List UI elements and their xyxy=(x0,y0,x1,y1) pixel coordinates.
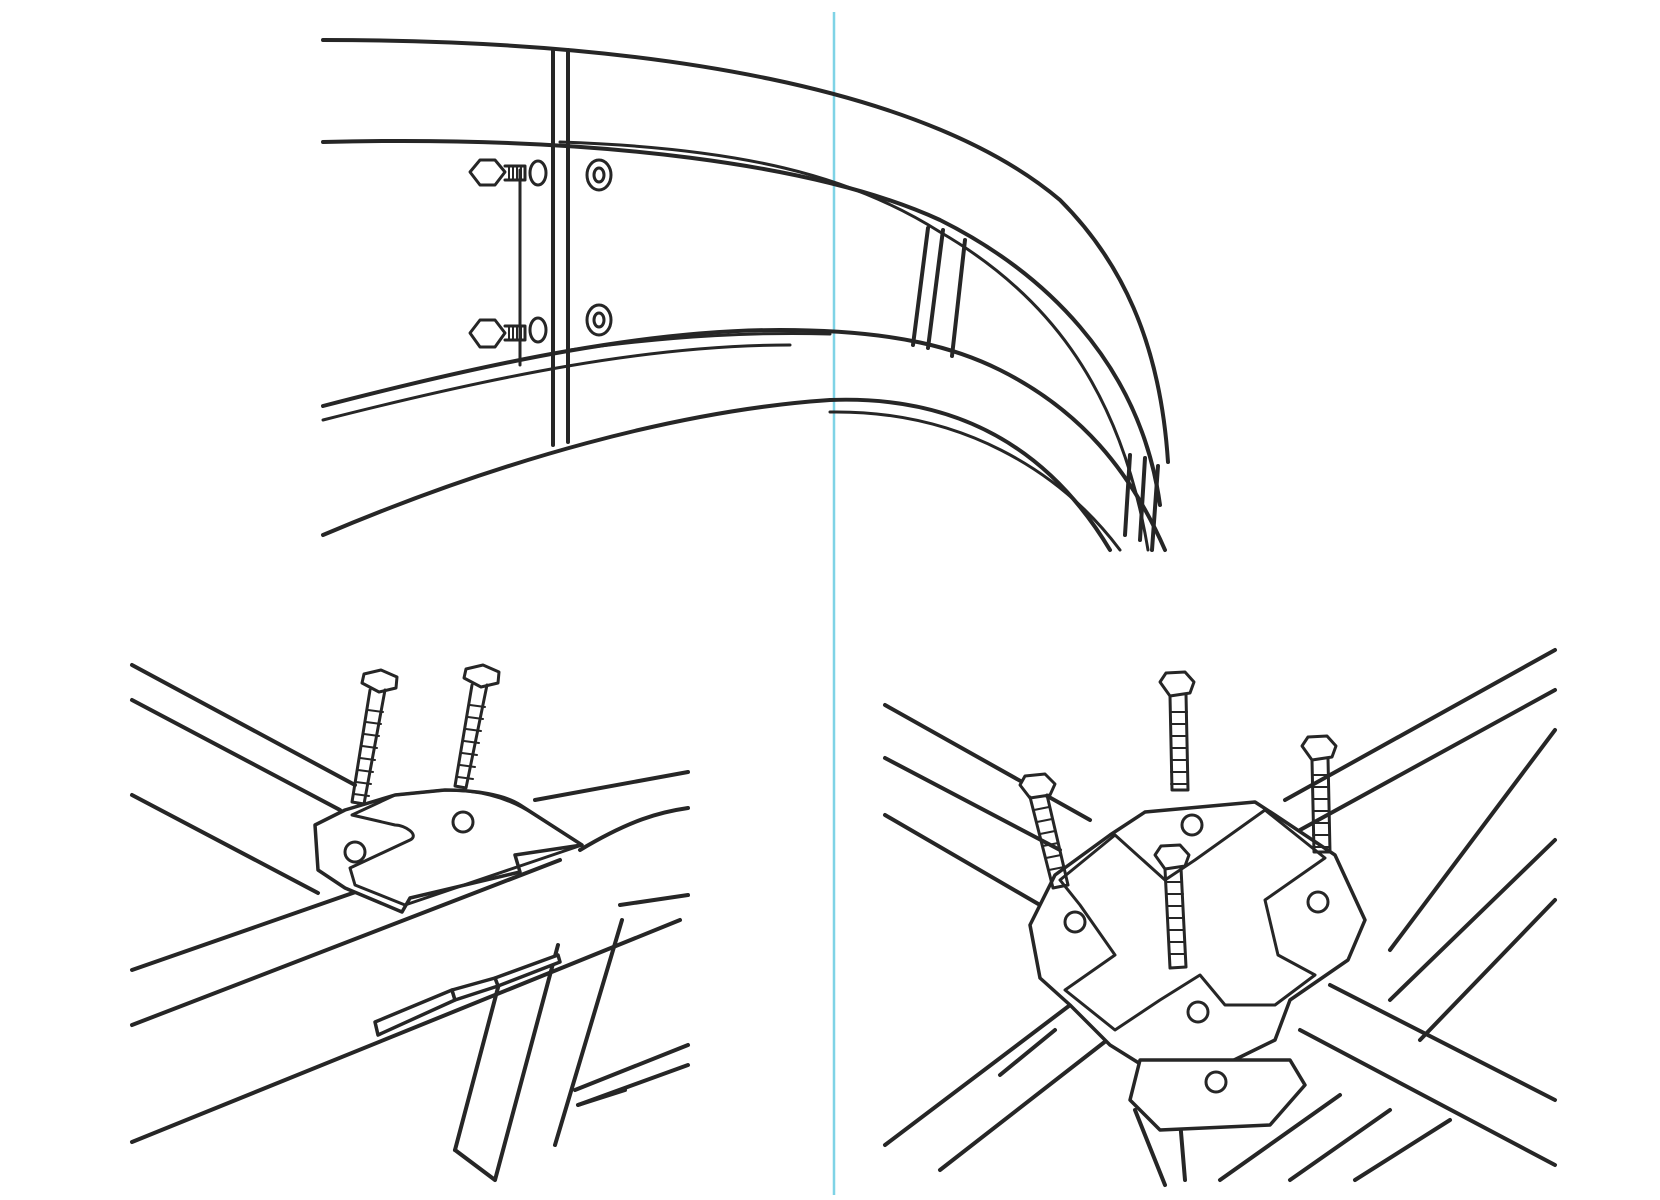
beam-c-2 xyxy=(1418,898,1557,1042)
cross-bracket-panel xyxy=(883,648,1557,1187)
washer-icon xyxy=(528,159,548,187)
t-bracket-hole-right xyxy=(451,810,475,834)
bolt-shaft xyxy=(1310,756,1332,854)
beam-b-top xyxy=(1283,648,1557,802)
cross-hole-tab xyxy=(1204,1070,1228,1094)
bolt-head-icon xyxy=(1300,734,1338,762)
beam-b-mid xyxy=(1298,688,1557,832)
arch-inner-rail-bottom-edge xyxy=(828,410,1122,552)
nut-hole xyxy=(592,166,606,184)
t-bracket-hole-left xyxy=(343,840,367,864)
bolt-head-icon xyxy=(468,318,507,349)
cross-hole-left xyxy=(1063,910,1087,934)
arch-outer-rail-bottom xyxy=(321,139,1162,507)
beam-long-lower xyxy=(130,918,682,1144)
arch-outer-rail-top xyxy=(321,38,1170,464)
leg-right xyxy=(553,918,627,1147)
side-bolt-lower xyxy=(468,303,613,349)
beam-g-1 xyxy=(998,1028,1057,1077)
bolt-shaft xyxy=(1028,793,1070,890)
beam-cross-top xyxy=(533,770,690,802)
nut-hole xyxy=(592,311,606,329)
beam-e-2 xyxy=(1328,983,1557,1102)
t-bracket-panel xyxy=(130,663,690,1182)
spacer-block-upper xyxy=(911,226,967,358)
arch-inner-rail-mid xyxy=(321,343,792,422)
beam-d-1 xyxy=(883,988,1092,1147)
bolt-shaft xyxy=(503,164,527,182)
beam-lower-right-top xyxy=(618,893,690,907)
cross-bracket-highlight xyxy=(1058,808,1327,1032)
bolt-thread-icon xyxy=(1165,881,1186,955)
bolt-thread-icon xyxy=(1170,711,1188,785)
beam-f-1 xyxy=(1218,1093,1342,1182)
bolt-head-icon xyxy=(1158,670,1196,698)
t-bolt-left xyxy=(350,668,399,806)
leg-brace xyxy=(573,1043,690,1092)
t-bolt-right xyxy=(453,663,501,790)
beam-upper-front xyxy=(130,698,342,812)
beam-long-top xyxy=(130,878,392,972)
cross-bolt-top xyxy=(1158,670,1196,792)
washer-icon xyxy=(528,316,548,344)
bolt-head-icon xyxy=(468,158,507,187)
beam-a-low xyxy=(883,813,1042,907)
bolt-head-icon xyxy=(1018,772,1057,800)
arch-rail-panel xyxy=(321,38,1170,552)
bolt-head-icon xyxy=(360,668,399,694)
bolt-thread-icon xyxy=(1033,806,1065,871)
beam-clip-mid xyxy=(450,976,500,1002)
bolt-thread-icon xyxy=(508,325,522,341)
cross-bolt-center xyxy=(1153,843,1191,970)
cross-bolt-left xyxy=(1018,772,1070,890)
beam-e-1 xyxy=(1298,1028,1557,1167)
cross-hole-right xyxy=(1306,890,1330,914)
beam-b-low xyxy=(1388,728,1557,952)
spacer-block-lower xyxy=(1123,453,1160,552)
cross-bracket-lower-tab xyxy=(1128,1058,1307,1132)
cross-bolt-right xyxy=(1300,734,1338,854)
beam-a-mid xyxy=(883,756,1062,852)
bolt-shaft xyxy=(503,324,527,342)
bolt-thread-icon xyxy=(457,704,486,780)
beam-f-3 xyxy=(1353,1118,1452,1182)
beam-cross-mid xyxy=(578,806,690,852)
beam-diagonal-left-top xyxy=(130,793,320,895)
cross-hole-bottom xyxy=(1186,1000,1210,1024)
bolt-thread-icon xyxy=(353,709,384,797)
bolt-head-icon xyxy=(462,663,501,689)
cross-hole-top xyxy=(1180,813,1204,837)
bolt-shaft xyxy=(453,683,489,790)
beam-d-2 xyxy=(938,1028,1122,1172)
t-bracket-highlight xyxy=(348,788,584,907)
leg-left-inner xyxy=(453,978,502,1152)
arch-inner-rail-lower-edge xyxy=(568,331,832,352)
beam-a-top xyxy=(883,703,1092,822)
beam-f-2 xyxy=(1288,1108,1392,1182)
beam-c-1 xyxy=(1388,838,1557,1002)
leg-left xyxy=(453,943,560,1182)
bolt-thread-icon xyxy=(508,165,522,181)
beam-long-bottom xyxy=(130,858,562,1027)
arch-outer-rail-inner-edge xyxy=(558,140,1150,552)
beam-upper-back xyxy=(130,663,357,787)
arch-inner-rail-top xyxy=(321,328,1167,552)
arch-inner-rail-bottom xyxy=(321,397,1112,552)
bolt-shaft xyxy=(1168,692,1190,792)
bolt-thread-icon xyxy=(1312,774,1330,848)
side-bolt-upper xyxy=(468,158,613,192)
